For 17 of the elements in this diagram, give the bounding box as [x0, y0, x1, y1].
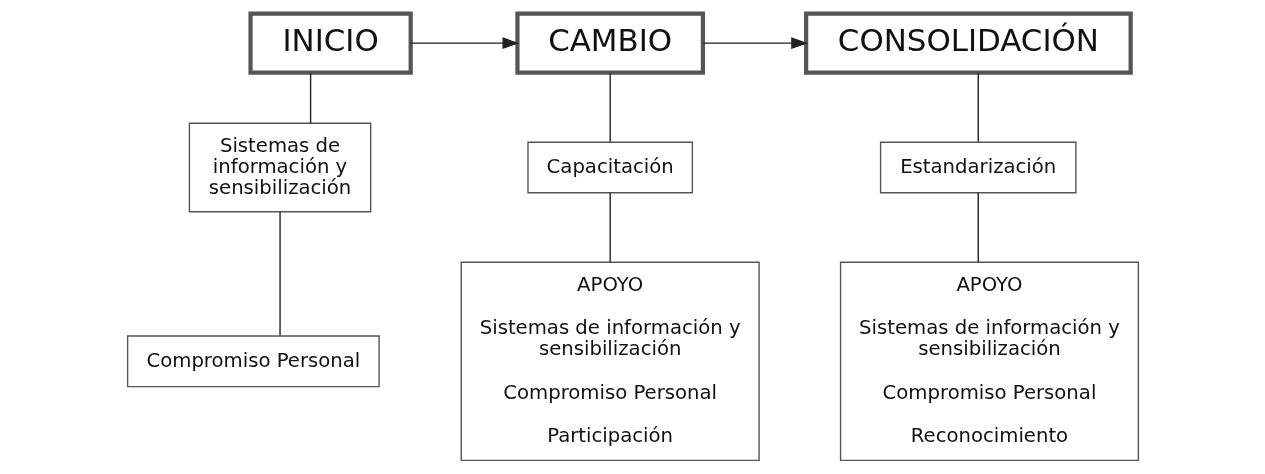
arrow: [409, 37, 519, 50]
connector: [977, 192, 979, 263]
connector: [977, 72, 979, 143]
node-box: Estandarización: [879, 141, 1077, 194]
node-box: INICIO: [247, 11, 413, 75]
connector: [608, 192, 611, 263]
node-box: Capacitación: [526, 141, 693, 194]
connector: [309, 72, 311, 124]
connector: [278, 211, 281, 337]
arrow: [701, 37, 808, 50]
node-box: Sistemas de información y sensibilización: [188, 122, 371, 213]
connector: [608, 72, 611, 143]
node-box: Compromiso Personal: [126, 335, 380, 388]
node-box: CONSOLIDACIÓN: [803, 11, 1133, 75]
node-box: APOYO Sistemas de información y sensibilización Compromiso Personal Reconocimiento: [839, 261, 1139, 462]
node-box: CAMBIO: [514, 11, 705, 75]
node-box: APOYO Sistemas de información y sensibilización Compromiso Personal Participación: [460, 261, 760, 462]
